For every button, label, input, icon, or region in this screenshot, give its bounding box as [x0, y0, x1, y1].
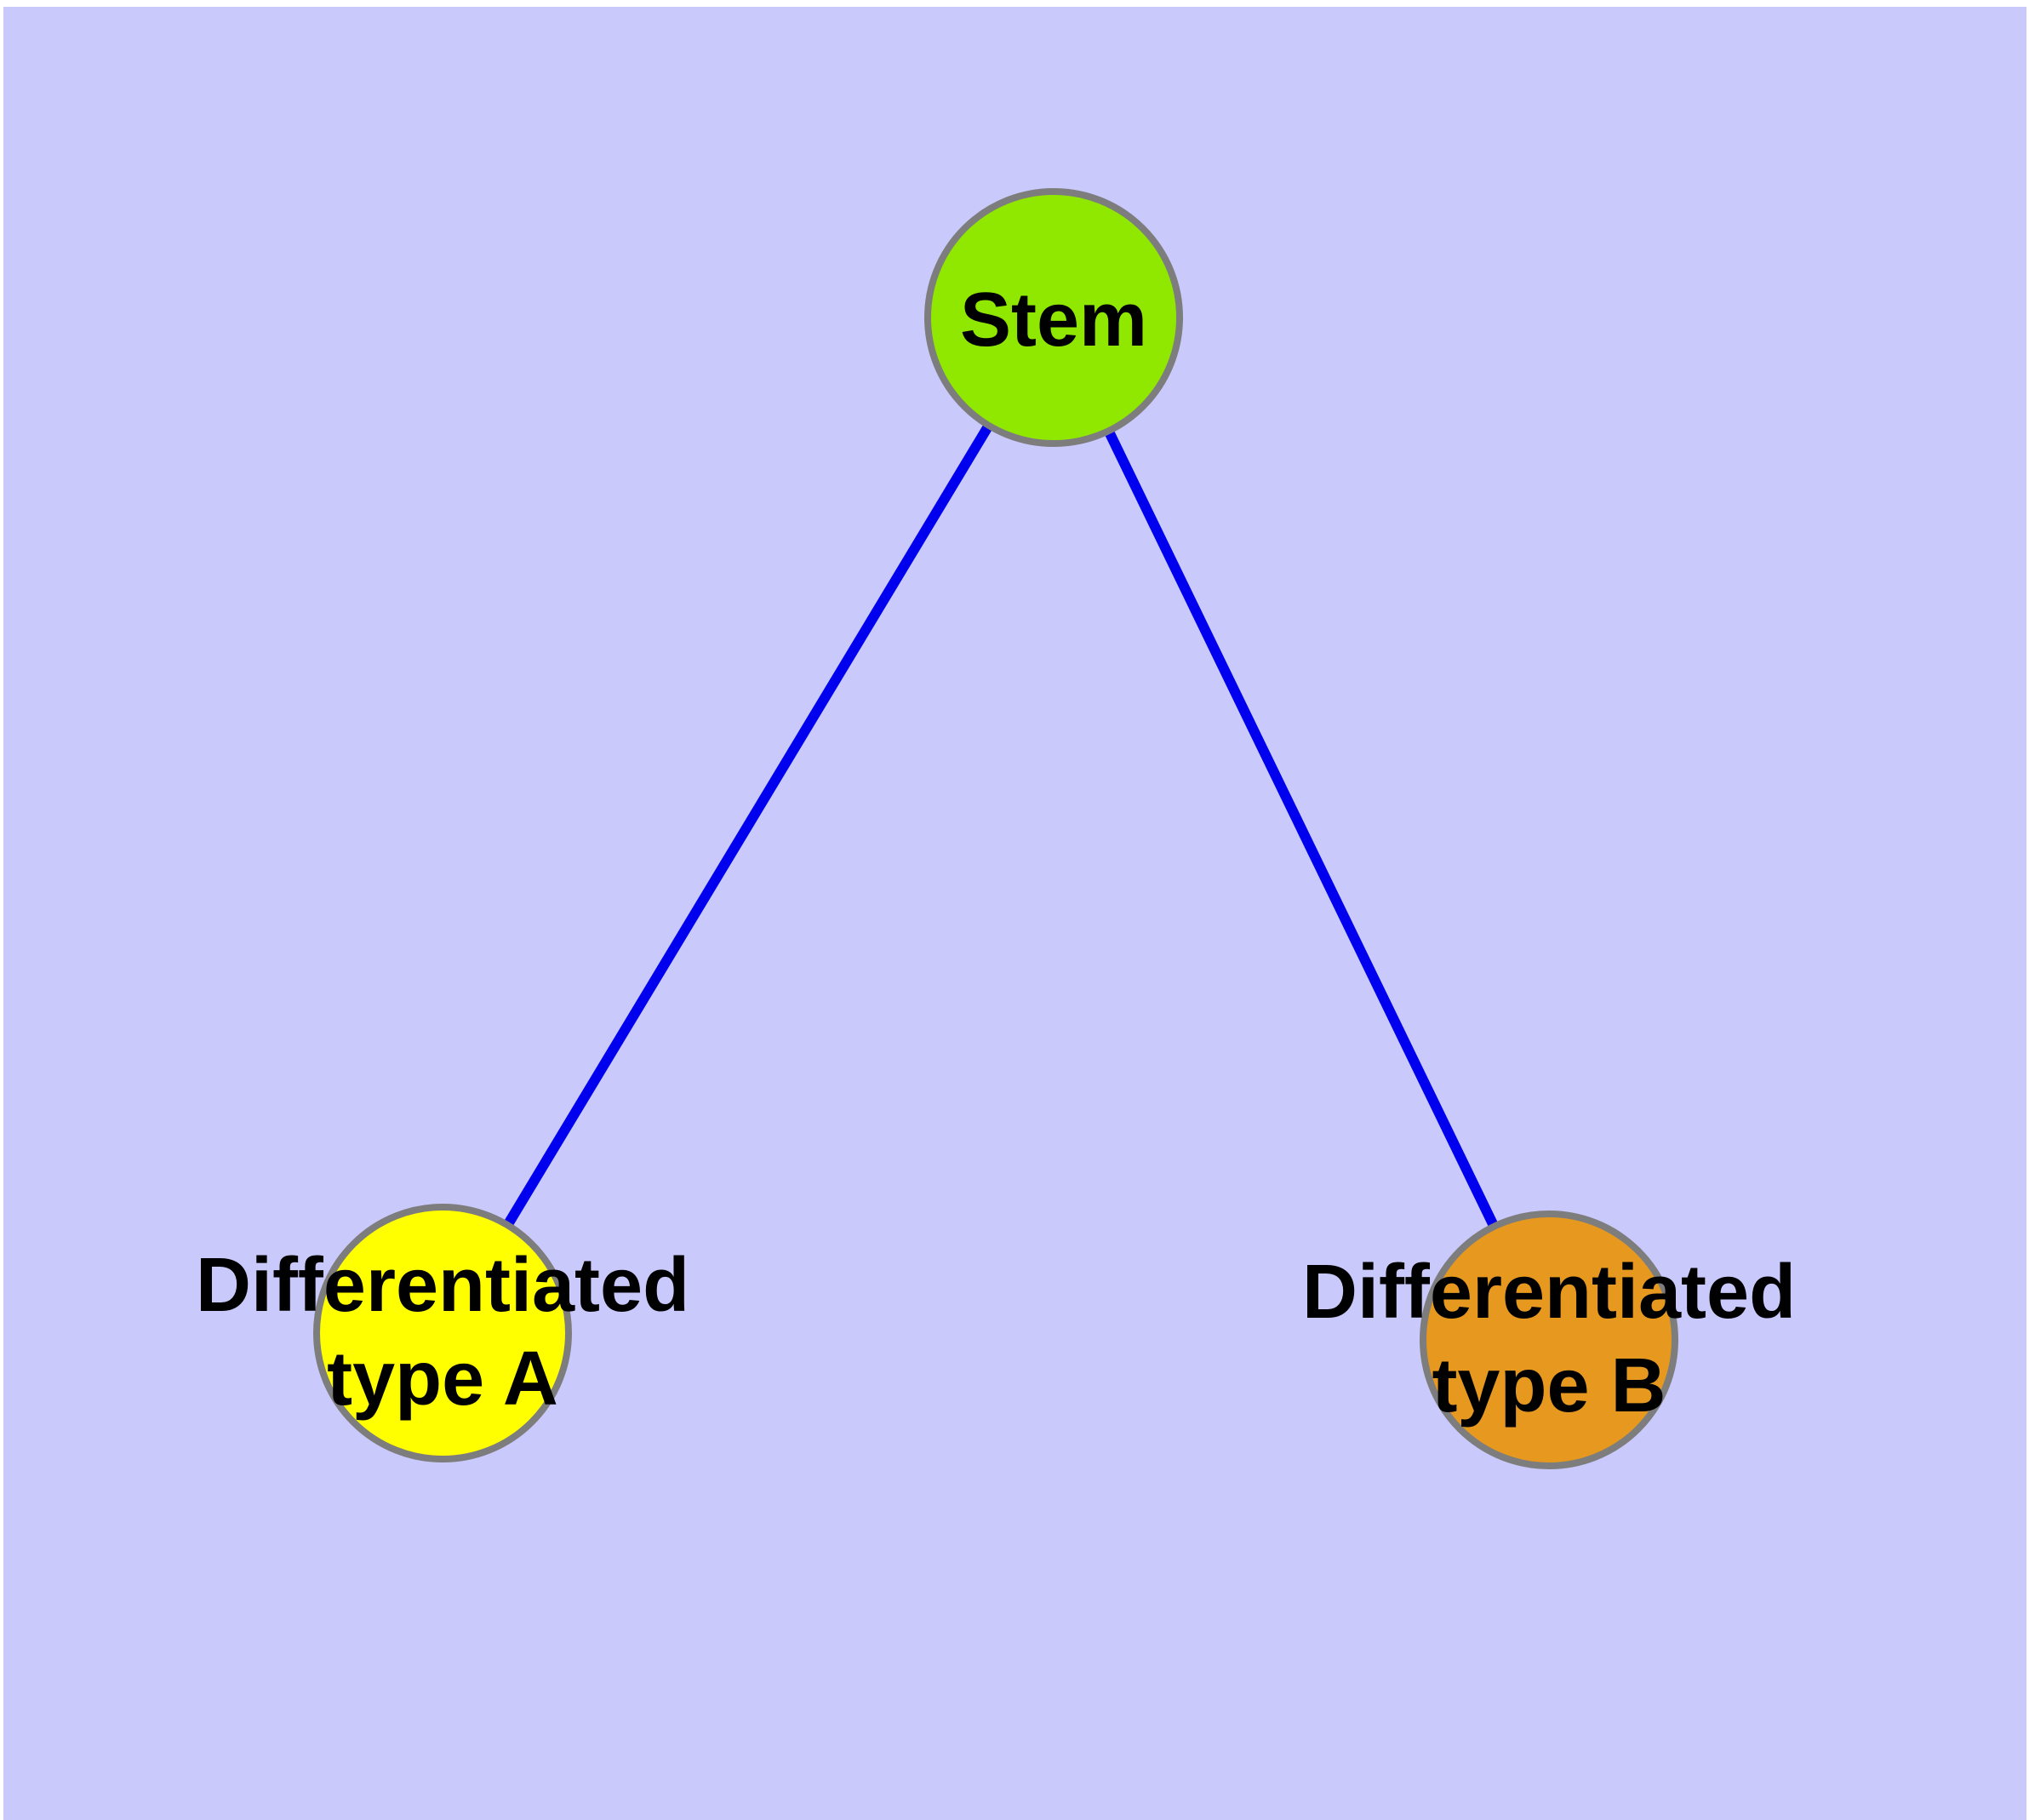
node-differentiated-type-b — [1420, 1210, 1678, 1469]
node-label-differentiated-type-a: Differentiated type A — [195, 1243, 690, 1422]
node-differentiated-type-a — [313, 1204, 572, 1462]
node-stem — [924, 188, 1183, 447]
node-label-stem: Stem — [959, 278, 1148, 363]
node-label-differentiated-type-b: Differentiated type B — [1301, 1250, 1797, 1428]
